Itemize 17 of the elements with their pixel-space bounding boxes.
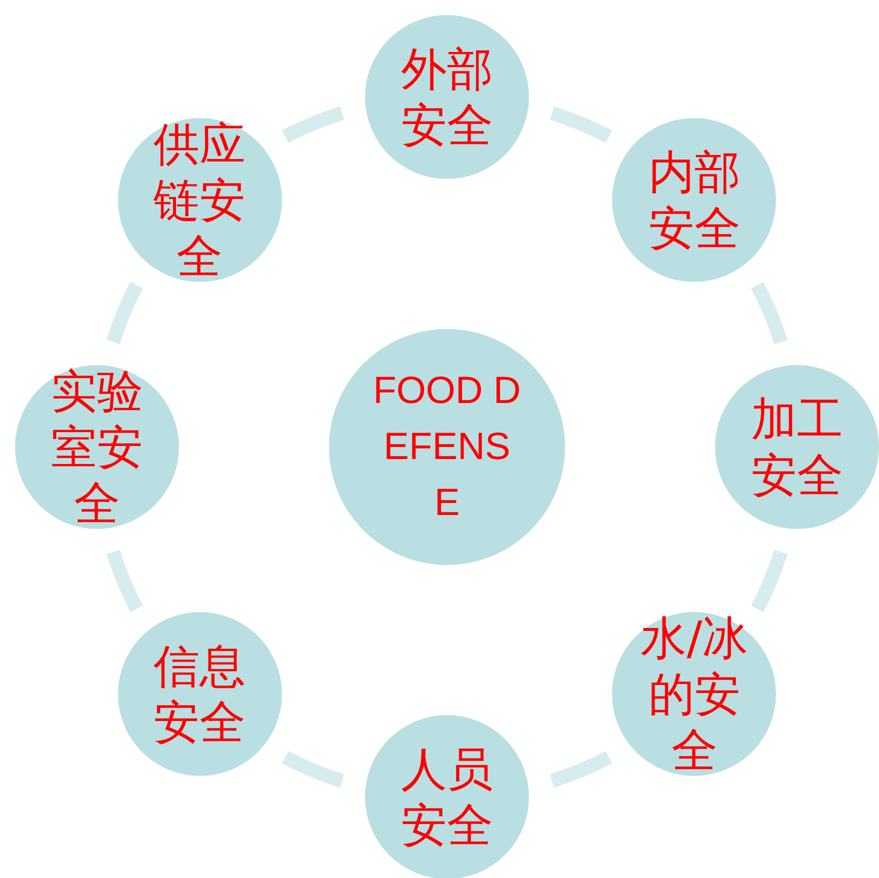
ring-segment bbox=[550, 751, 612, 788]
circle-node: 内部安全 bbox=[612, 118, 776, 282]
ring-segment bbox=[106, 282, 143, 344]
circle-node: 供应链安全 bbox=[118, 118, 282, 282]
circle-node: 人员安全 bbox=[365, 715, 529, 878]
ring-segment bbox=[751, 550, 788, 612]
central-circle: FOOD DEFENSE bbox=[329, 329, 565, 565]
ring-segment bbox=[282, 106, 344, 143]
ring-segment bbox=[106, 550, 143, 612]
ring-segment bbox=[751, 282, 788, 344]
ring-segment bbox=[550, 106, 612, 143]
circle-node: 实验室安全 bbox=[15, 365, 179, 529]
circle-node: 外部安全 bbox=[365, 15, 529, 179]
circle-node: 加工安全 bbox=[715, 365, 879, 529]
circle-node: 信息安全 bbox=[118, 612, 282, 776]
ring-segment bbox=[282, 751, 344, 788]
circle-node: 水/冰的安全 bbox=[612, 612, 776, 776]
